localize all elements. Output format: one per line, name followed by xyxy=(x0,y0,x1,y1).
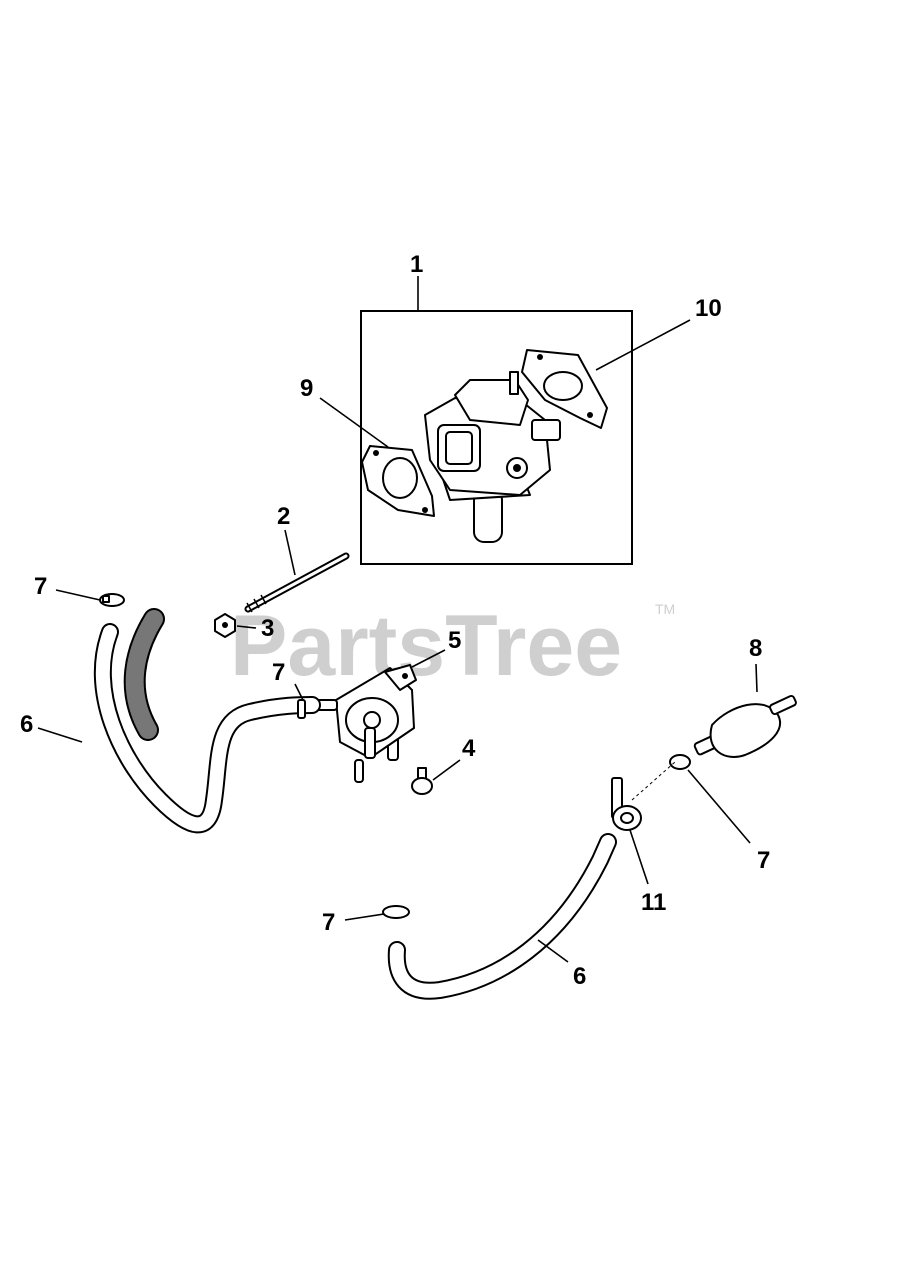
callout-6-bottom: 6 xyxy=(573,963,586,990)
carburetor-assembly-box xyxy=(360,310,633,565)
watermark-text: PartsTree xyxy=(230,598,622,694)
leader-7-middle xyxy=(294,683,304,701)
leader-6-left xyxy=(37,727,83,743)
fuel-hose-icon xyxy=(93,623,321,834)
hidden-line xyxy=(631,761,676,801)
clip-icon xyxy=(611,777,642,831)
callout-8: 8 xyxy=(749,635,762,662)
callout-4: 4 xyxy=(462,735,476,762)
fuel-hose-icon xyxy=(387,833,617,1000)
leader-7-right xyxy=(687,769,751,844)
fuel-hose-icon xyxy=(123,608,165,741)
callout-7-middle: 7 xyxy=(272,659,285,686)
leader-7-bottom xyxy=(344,913,385,921)
gasket-icon xyxy=(361,445,435,517)
callout-11: 11 xyxy=(641,889,666,916)
callout-7-right: 7 xyxy=(757,847,770,874)
callout-3: 3 xyxy=(261,615,274,642)
hose-clamp-icon xyxy=(99,593,125,607)
leader-11 xyxy=(629,829,649,885)
screw-icon xyxy=(411,767,433,795)
hose-clamp-icon xyxy=(382,905,410,919)
hose-clamp-icon xyxy=(669,754,691,770)
fuel-filter-icon xyxy=(693,694,797,758)
carburetor-icon xyxy=(424,371,561,543)
callout-6-left: 6 xyxy=(20,711,33,738)
leader-9 xyxy=(319,397,389,448)
callout-1: 1 xyxy=(410,251,423,278)
watermark-trademark: TM xyxy=(655,601,675,617)
leader-10 xyxy=(595,319,691,371)
leader-8 xyxy=(755,663,758,693)
nut-icon xyxy=(214,613,236,638)
callout-7-top-left: 7 xyxy=(34,573,47,600)
leader-4 xyxy=(432,759,461,781)
callout-5: 5 xyxy=(448,627,461,654)
callout-10: 10 xyxy=(695,295,722,322)
leader-6-bottom xyxy=(537,939,569,963)
leader-5 xyxy=(411,649,446,668)
hose-clamp-icon xyxy=(297,699,306,719)
stud-icon xyxy=(244,552,350,613)
leader-3 xyxy=(236,625,257,629)
callout-2: 2 xyxy=(277,503,290,530)
leader-7-top-left xyxy=(55,589,101,601)
callout-7-bottom: 7 xyxy=(322,909,335,936)
gasket-icon xyxy=(521,349,608,429)
leader-2 xyxy=(284,529,296,576)
callout-9: 9 xyxy=(300,375,313,402)
